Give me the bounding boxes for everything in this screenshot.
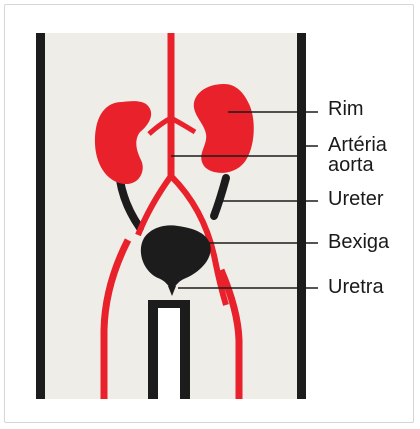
torso-right-outline — [297, 33, 306, 399]
label-aorta-line1: Artéria — [328, 136, 387, 154]
label-bladder: Bexiga — [328, 233, 389, 251]
label-kidney: Rim — [328, 100, 364, 118]
label-aorta-line2: aorta — [328, 156, 374, 174]
torso-left-outline — [36, 33, 45, 399]
label-urethra: Uretra — [328, 278, 384, 296]
pelvis-block-inner — [158, 308, 180, 399]
label-ureter: Ureter — [328, 190, 384, 208]
